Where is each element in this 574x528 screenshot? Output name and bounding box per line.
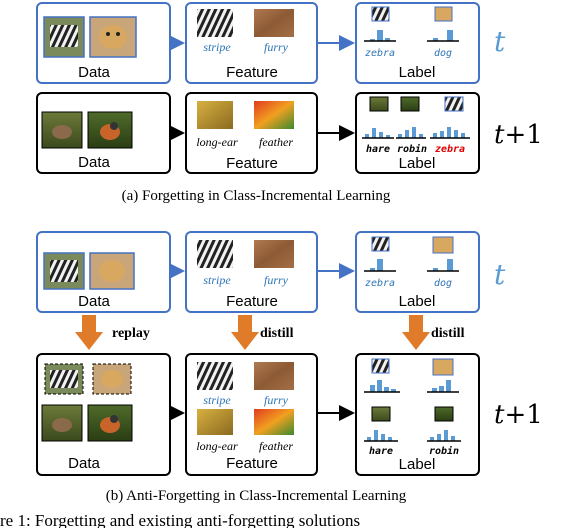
hare-label-thumb [364, 406, 398, 442]
feature-furry: furry [264, 40, 289, 54]
stripe-patch [197, 9, 233, 37]
robin-image-icon [87, 111, 133, 149]
feature-long-ear: long-ear [196, 135, 238, 149]
figure-caption: re 1: Forgetting and existing anti-forge… [0, 511, 360, 528]
feature-furry: furry [264, 273, 289, 287]
zebra-image-icon [43, 16, 85, 58]
feature-stripe: stripe [203, 273, 231, 287]
stripe-patch [197, 362, 233, 390]
distill-label-arrow [402, 315, 430, 350]
time-t-plus-1: t+1 [494, 120, 543, 150]
label-robin: robin [429, 445, 459, 457]
feature-feather: feather [259, 439, 293, 453]
caption-b: (b) Anti-Forgetting in Class-Incremental… [106, 488, 407, 504]
replayed-zebra-icon [44, 363, 84, 395]
time-t: t [494, 25, 506, 58]
label-hare: hare [369, 446, 393, 457]
label-dog: dog [434, 48, 452, 59]
dog-label-thumb [427, 236, 459, 272]
time-t-plus-1: t+1 [494, 400, 543, 430]
dog-image-icon [89, 16, 137, 58]
hare-label-thumb [362, 96, 394, 139]
label-label: Label [399, 64, 436, 81]
label-zebra: zebra [365, 278, 395, 289]
fur-patch [254, 240, 294, 268]
robin-label-thumb [427, 406, 461, 442]
zebra-label-thumb [364, 236, 396, 272]
zebra-label-thumb [430, 96, 470, 139]
caption-a: (a) Forgetting in Class-Incremental Lear… [122, 188, 391, 204]
feature-label: Feature [226, 155, 278, 172]
feather-patch [254, 409, 294, 435]
data-label: Data [78, 64, 110, 81]
zebra-label-thumb [364, 358, 400, 393]
feature-stripe: stripe [203, 40, 231, 54]
feature-label: Feature [226, 64, 278, 81]
feature-label: Feature [226, 293, 278, 310]
zebra-image-icon [43, 252, 85, 290]
feature-long-ear: long-ear [196, 439, 238, 453]
label-box [355, 2, 480, 84]
dog-label-thumb [427, 358, 459, 393]
time-t: t [494, 258, 506, 291]
fur-patch [254, 9, 294, 37]
hare-image-icon [41, 404, 83, 442]
panel-a-row-t1: Data long-ear feather Feature [36, 92, 543, 174]
replay-label: replay [112, 326, 150, 341]
panel-a-row-t: Data stripe furry Feature zebra dog Labe… [36, 2, 506, 84]
panel-b-row-t: Data stripe furry Feature zebra dog Labe… [36, 231, 506, 313]
hare-image-icon [41, 111, 83, 149]
data-label: Data [78, 293, 110, 310]
label-label: Label [399, 456, 436, 473]
robin-label-thumb [396, 96, 426, 139]
label-zebra: zebra [365, 48, 395, 59]
fur-patch [254, 362, 294, 390]
distill-feature-arrow [231, 315, 259, 350]
label-label: Label [399, 293, 436, 310]
feature-label: Feature [226, 455, 278, 472]
distill-feature-label: distill [260, 326, 294, 341]
dog-label-thumb [427, 6, 459, 42]
feature-feather: feather [259, 135, 293, 149]
label-box [355, 92, 480, 174]
stripe-patch [197, 240, 233, 268]
data-label: Data [78, 154, 110, 171]
label-zebra-forgotten: zebra [435, 144, 465, 155]
data-label: Data [68, 455, 100, 472]
replay-arrow [75, 315, 103, 350]
feature-stripe: stripe [203, 393, 231, 407]
ear-patch [197, 101, 233, 129]
dog-image-icon [89, 252, 135, 290]
feather-patch [254, 101, 294, 129]
label-dog: dog [434, 278, 452, 289]
robin-image-icon [87, 404, 133, 442]
label-label: Label [399, 155, 436, 172]
label-hare: hare [366, 144, 390, 155]
panel-b-row-t1: Data stripe furry long-ear feather Featu… [36, 353, 543, 476]
ear-patch [197, 409, 233, 435]
feature-furry: furry [264, 393, 289, 407]
zebra-label-thumb [364, 6, 396, 42]
replayed-dog-icon [92, 363, 132, 395]
label-robin: robin [397, 143, 427, 155]
distill-label-label: distill [431, 326, 465, 341]
